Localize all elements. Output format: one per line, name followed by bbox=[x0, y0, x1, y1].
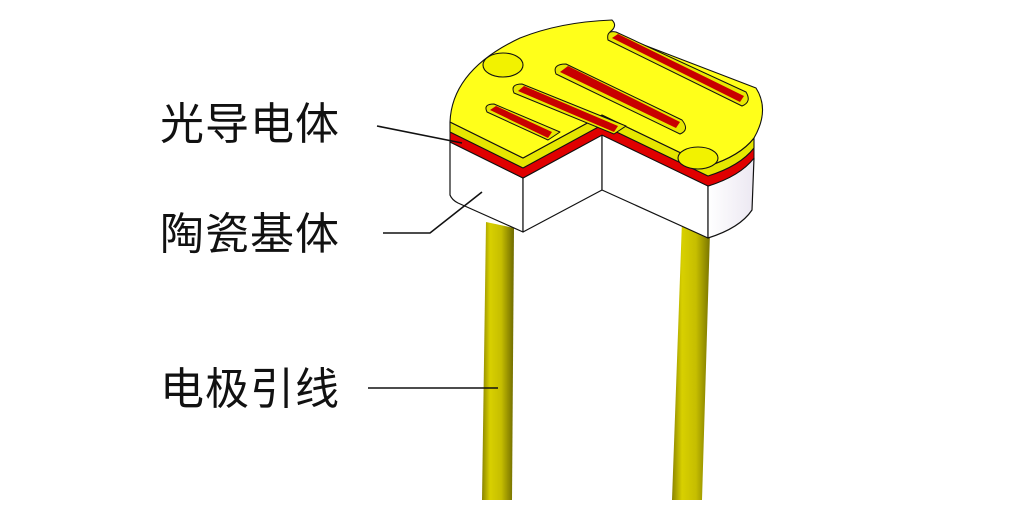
electrode-leads bbox=[482, 165, 712, 500]
label-photoconductor: 光导电体 bbox=[160, 99, 340, 150]
label-electrode-leads: 电极引线 bbox=[160, 364, 340, 415]
leader-lines bbox=[368, 125, 498, 389]
leader-ceramic bbox=[383, 191, 483, 234]
pad-right bbox=[677, 146, 719, 170]
electrode-top bbox=[449, 19, 764, 177]
leader-photoconductor bbox=[376, 125, 463, 144]
pad-left bbox=[482, 52, 524, 78]
ceramic-substrate bbox=[449, 134, 755, 239]
label-ceramic-substrate: 陶瓷基体 bbox=[160, 209, 340, 260]
right-lead bbox=[672, 165, 712, 500]
left-lead bbox=[482, 222, 514, 500]
